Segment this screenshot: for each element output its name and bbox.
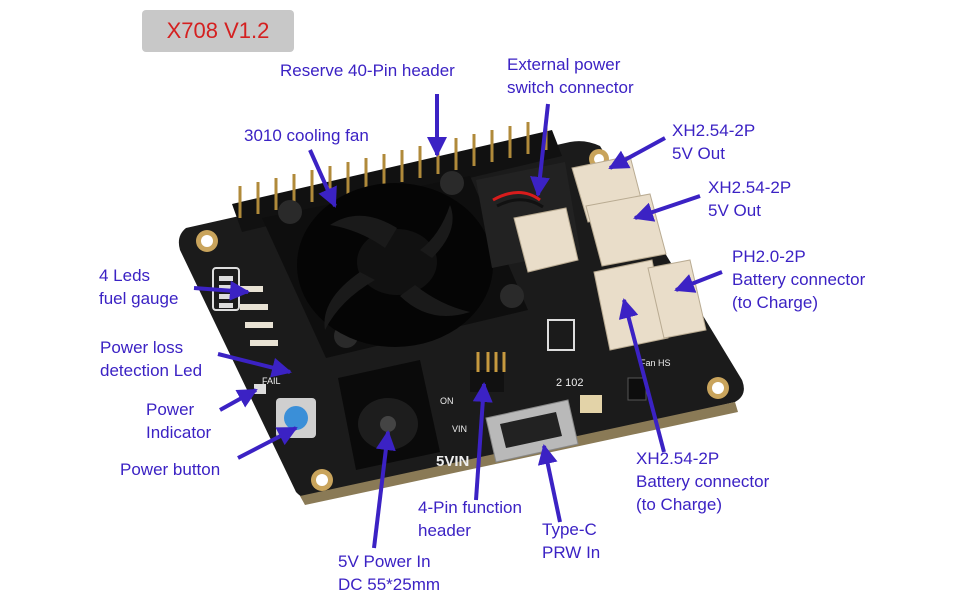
label-xh-battery-connector: XH2.54-2P Battery connector (to Charge) — [636, 449, 770, 514]
label-power-indicator: Power Indicator — [146, 400, 212, 442]
silkscreen-board-code: 2 102 — [556, 377, 584, 389]
label-dc-power-in: 5V Power In DC 55*25mm — [338, 552, 441, 594]
label-fuel-gauge-leds: 4 Leds fuel gauge — [99, 266, 179, 308]
cooling-fan — [262, 171, 528, 358]
silkscreen-fan-hs: Fan HS — [640, 358, 671, 368]
small-components — [254, 319, 647, 413]
label-cooling-fan: 3010 cooling fan — [244, 126, 369, 145]
silkscreen-5vin: 5VIN — [436, 453, 469, 470]
silkscreen-on: ON — [440, 396, 454, 406]
label-function-header: 4-Pin function header — [418, 498, 522, 540]
label-xh-5v-out-2: XH2.54-2P 5V Out — [708, 178, 792, 220]
silkscreen-vin: VIN — [452, 424, 467, 434]
power-button — [276, 398, 316, 438]
label-xh-5v-out-1: XH2.54-2P 5V Out — [672, 121, 756, 163]
label-external-power-switch: External power switch connector — [507, 55, 634, 97]
label-ph-battery-connector: PH2.0-2P Battery connector (to Charge) — [732, 247, 866, 312]
label-power-loss-led: Power loss detection Led — [100, 338, 203, 380]
board-title-badge: X708 V1.2 — [142, 10, 294, 52]
connectors — [476, 155, 707, 351]
label-type-c: Type-C PRW In — [542, 520, 601, 562]
label-power-button: Power button — [120, 460, 221, 479]
silkscreen-fail: FAIL — [262, 376, 281, 386]
label-reserve-header: Reserve 40-Pin header — [280, 61, 455, 80]
annotation-arrows — [193, 94, 723, 549]
dc-power-jack — [338, 360, 440, 470]
